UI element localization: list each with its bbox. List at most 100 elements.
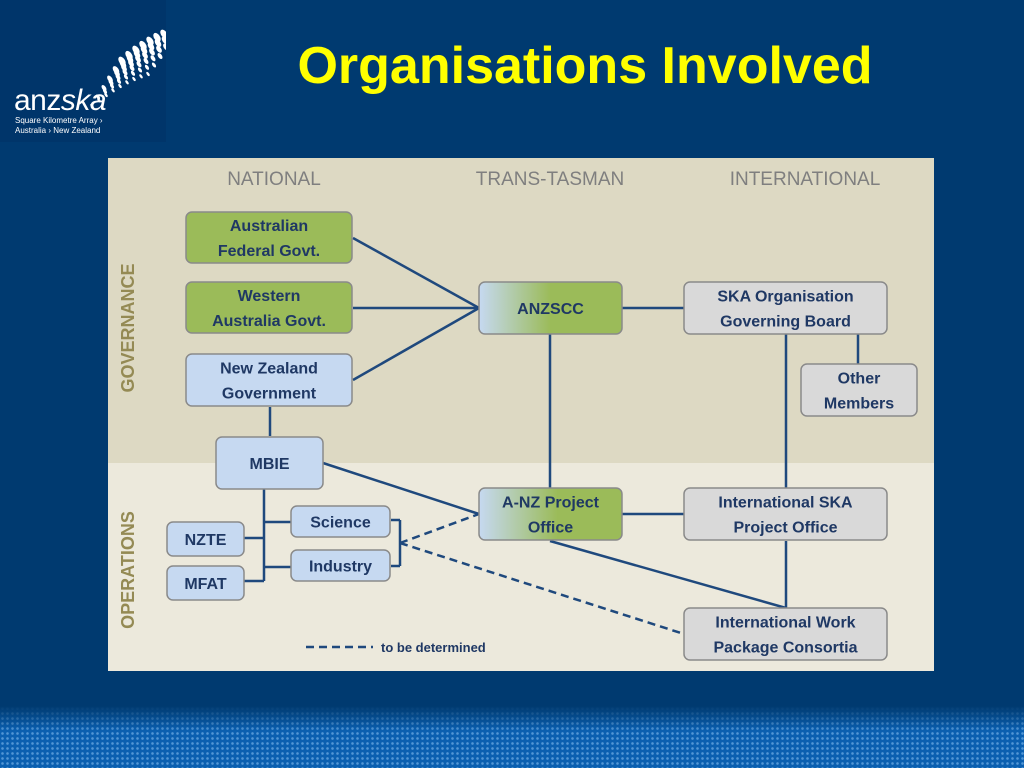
logo-dot: [161, 36, 166, 45]
box-intl-work-package-shape: [683, 607, 888, 661]
logo-dot: [125, 80, 129, 85]
logo-dot: [90, 103, 94, 109]
box-mfat: MFAT: [166, 565, 245, 601]
logo-dot: [144, 64, 150, 70]
box-nzte-shape: [166, 521, 245, 557]
box-industry-label-1: Industry: [309, 559, 372, 576]
logo-dot: [150, 55, 156, 62]
box-aus-federal-label-1: Australian: [230, 218, 308, 235]
row-label-operations: OPERATIONS: [118, 511, 138, 629]
box-other-members-label-2: Members: [824, 396, 894, 413]
logo-dot: [146, 71, 150, 77]
box-anzscc-label-1: ANZSCC: [517, 301, 584, 318]
logo-dot-arc-icon: [90, 29, 166, 109]
box-aus-federal-shape: [185, 211, 353, 264]
bottom-dot-band: [0, 706, 1024, 768]
box-mbie-label-1: MBIE: [250, 456, 290, 473]
legend-label: to be determined: [381, 640, 486, 655]
box-mbie-shape: [215, 436, 324, 490]
logo-dot: [137, 67, 143, 73]
dashed-connectors: [399, 512, 685, 636]
box-ska-board-label-2: Governing Board: [720, 314, 851, 331]
logo-dot: [121, 64, 127, 72]
logo-dot: [102, 88, 108, 94]
box-intl-ska-office: International SKA Project Office: [683, 487, 888, 541]
logo-dot: [118, 83, 122, 89]
logo-dot: [130, 70, 136, 76]
column-header-international: INTERNATIONAL: [730, 169, 881, 190]
box-intl-work-package-label-1: International Work: [715, 615, 855, 632]
logo-dot: [129, 65, 135, 71]
anzska-logo: anzska Square Kilometre Array › Australi…: [0, 0, 166, 142]
logo-wordmark: anzska: [14, 84, 107, 118]
box-intl-ska-office-shape: [683, 487, 888, 541]
box-other-members-label-1: Other: [838, 371, 881, 388]
dashed-connector-bracket-workpackage: [399, 541, 685, 636]
box-intl-ska-office-label-1: International SKA: [718, 495, 853, 512]
logo-dot: [116, 78, 122, 84]
dashed-connector-bracket-projectoffice: [399, 512, 480, 545]
logo-dot: [115, 74, 121, 80]
box-nzte-label-1: NZTE: [185, 532, 227, 549]
box-wa-govt-shape: [185, 281, 353, 334]
logo-dot: [143, 58, 149, 64]
box-science: Science: [290, 505, 391, 538]
box-ska-board-label-1: SKA Organisation: [717, 289, 853, 306]
logo-dot: [157, 53, 163, 59]
logo-dot: [151, 62, 157, 68]
logo-wordmark-plain: anz: [14, 84, 61, 117]
logo-dot: [153, 32, 161, 42]
box-nz-govt-shape: [185, 353, 353, 407]
logo-dot: [97, 98, 101, 103]
box-science-shape: [290, 505, 391, 538]
logo-wordmark-italic: ska: [60, 84, 107, 117]
box-wa-govt-label-1: Western: [238, 288, 301, 305]
logo-dot: [139, 74, 143, 79]
box-industry-shape: [290, 549, 391, 582]
logo-dot: [163, 43, 166, 51]
logo-dot: [154, 39, 162, 47]
logo-dot: [147, 42, 155, 51]
logo-dot: [132, 76, 136, 82]
logo-dot: [95, 94, 101, 100]
logo-subtitle-line1: Square Kilometre Array ›: [15, 116, 103, 125]
connector-mbie-projectoffice: [322, 461, 480, 516]
logo-dot: [111, 88, 115, 93]
logo-dot: [122, 69, 128, 76]
box-mfat-label-1: MFAT: [184, 576, 227, 593]
logo-dot: [128, 59, 134, 67]
box-anz-project-office-label-2: Office: [528, 520, 573, 537]
logo-dot: [140, 46, 148, 54]
box-anzscc-shape: [478, 281, 623, 335]
box-mbie: MBIE: [215, 436, 324, 490]
logo-dot: [135, 55, 141, 63]
connector-projectoffice-workpackage: [549, 539, 787, 610]
connectors: [244, 236, 860, 610]
logo-subtitle-line2: Australia › New Zealand: [15, 126, 101, 135]
box-anz-project-office-label-1: A-NZ Project: [502, 495, 600, 512]
logo-dot: [149, 48, 155, 56]
logo-dot: [142, 51, 148, 59]
logo-dot: [133, 50, 141, 59]
box-science-label-1: Science: [310, 515, 371, 532]
logo-dot: [109, 83, 115, 89]
logo-dot: [160, 29, 166, 39]
box-nzte: NZTE: [166, 521, 245, 557]
box-ska-board-shape: [683, 281, 888, 335]
box-other-members-shape: [800, 363, 918, 417]
box-intl-ska-office-label-2: Project Office: [733, 520, 837, 537]
logo-dot: [108, 79, 114, 86]
box-aus-federal-label-2: Federal Govt.: [218, 243, 320, 260]
box-wa-govt-label-2: Australia Govt.: [212, 313, 326, 330]
organisation-diagram: NATIONAL TRANS-TASMAN INTERNATIONAL GOVE…: [108, 158, 934, 671]
box-mfat-shape: [166, 565, 245, 601]
box-intl-work-package-label-2: Package Consortia: [713, 640, 857, 657]
connector-federal-anzscc: [352, 236, 480, 310]
